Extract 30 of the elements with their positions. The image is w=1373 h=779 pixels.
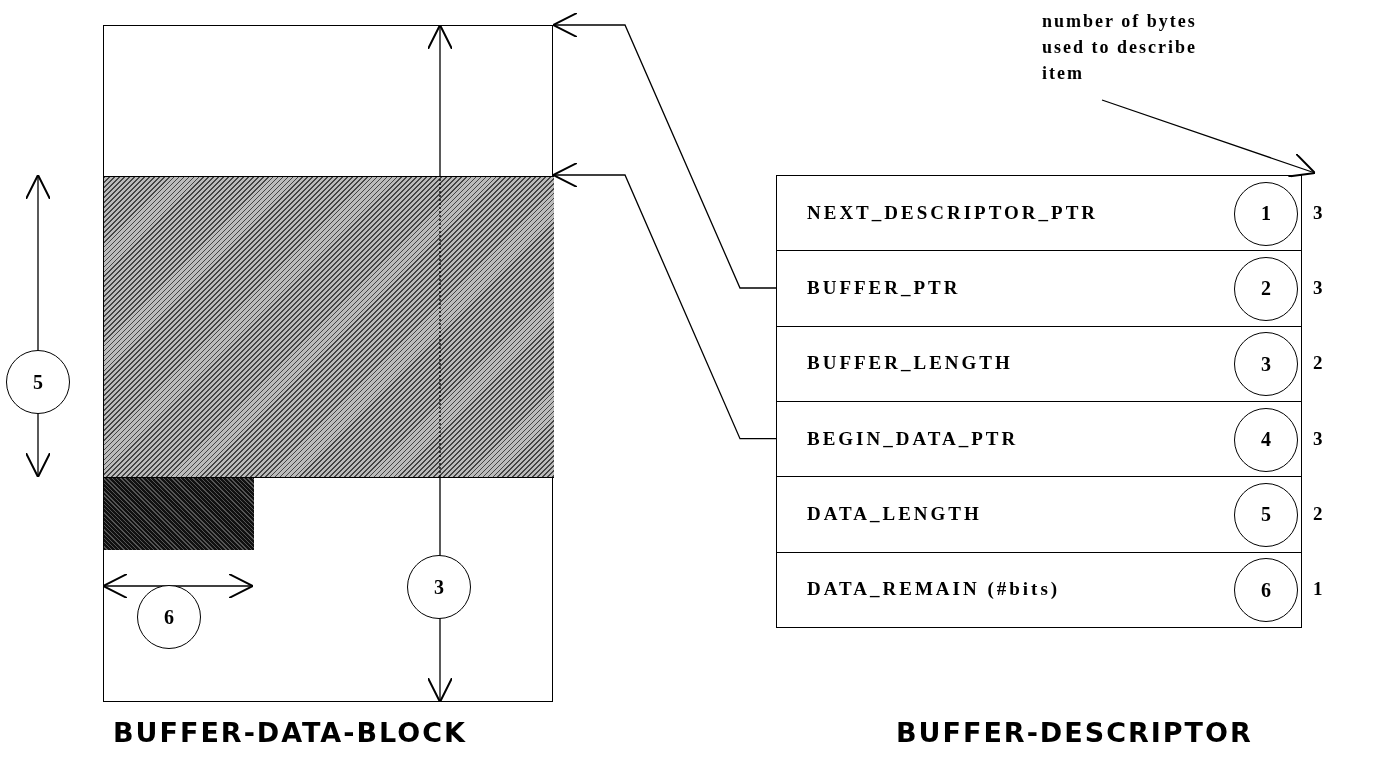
byte-count: 1 [1313, 578, 1326, 601]
arrow [552, 162, 777, 440]
arrow [552, 12, 777, 289]
number-circle: 2 [1234, 257, 1298, 321]
hatched-data-area [104, 176, 554, 478]
data-block [103, 25, 553, 702]
arrow [1101, 99, 1316, 178]
caption-text: BUFFER-DATA-BLOCK [113, 717, 467, 748]
caption-text: BUFFER-DESCRIPTOR [896, 717, 1253, 748]
field-name: DATA_LENGTH [807, 503, 982, 525]
field-name: NEXT_DESCRIPTOR_PTR [807, 201, 1099, 224]
number-circle: 5 [1234, 483, 1298, 547]
byte-count: 3 [1313, 427, 1326, 450]
number-circle: 3 [1234, 332, 1298, 397]
remaining-bits-area [104, 478, 254, 550]
number-circle: 3 [407, 555, 471, 619]
field-name: DATA_REMAIN (#bits) [807, 578, 1061, 601]
number-circle: 5 [6, 350, 70, 414]
number-circle: 6 [137, 585, 201, 649]
field-name: BUFFER_PTR [807, 277, 961, 299]
number-circle: 1 [1234, 181, 1298, 246]
byte-count: 3 [1313, 201, 1326, 224]
field-name: BEGIN_DATA_PTR [807, 427, 1019, 450]
byte-count: 3 [1313, 277, 1326, 299]
number-circle: 6 [1234, 558, 1298, 623]
byte-count: 2 [1313, 503, 1326, 525]
annotation-text: number of bytes used to describe item [1042, 8, 1242, 98]
byte-count: 2 [1313, 352, 1326, 375]
field-name: BUFFER_LENGTH [807, 352, 1013, 375]
number-circle: 4 [1234, 407, 1298, 472]
